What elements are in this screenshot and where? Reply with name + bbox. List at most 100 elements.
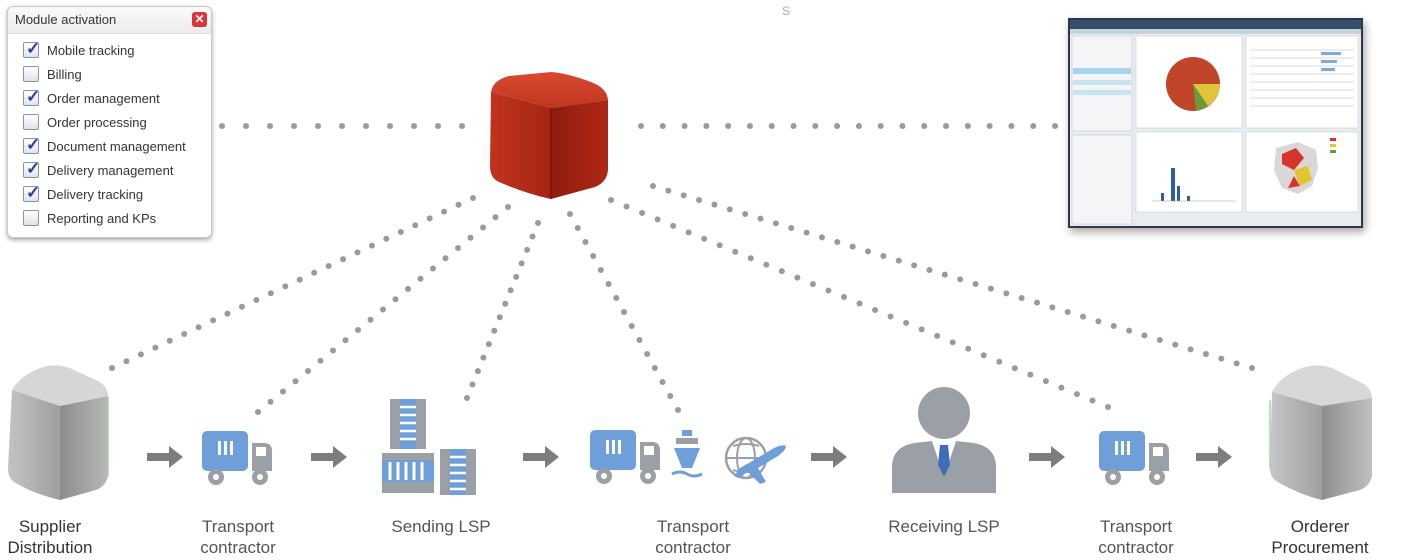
connector-dot [1008, 123, 1015, 129]
connector-dot [383, 235, 390, 242]
connector-dot [485, 341, 492, 348]
connector-dot [659, 379, 666, 385]
connector-dot [426, 215, 433, 222]
connector-dot [455, 245, 461, 251]
connector-dot [243, 123, 249, 129]
connector-dot [849, 243, 856, 250]
multimodal-transport-icons [590, 430, 786, 484]
connector-dot [980, 352, 987, 359]
supplier-server-icon [8, 365, 109, 500]
connector-dot [803, 229, 810, 236]
module-option-label: Order management [47, 91, 160, 106]
module-option[interactable]: ✓ Delivery tracking [23, 183, 203, 204]
connector-dot [292, 378, 299, 385]
connector-dot [1049, 304, 1056, 311]
connector-dot [282, 283, 289, 290]
connector-dot [794, 274, 801, 281]
module-option-checkbox[interactable]: ✓ [23, 183, 40, 202]
connector-dot [680, 192, 687, 199]
connector-dot [317, 357, 324, 364]
module-option-checkbox[interactable] [23, 114, 39, 130]
orderer-label-line1: Orderer [1290, 517, 1350, 536]
connector-dot [711, 201, 718, 208]
connector-dot [703, 123, 710, 129]
connector-dot [790, 123, 797, 129]
connector-dot [502, 300, 509, 307]
module-option-checkbox[interactable]: ✓ [23, 135, 40, 154]
module-option-checkbox[interactable]: ✓ [23, 87, 40, 106]
connector-dot [474, 368, 481, 375]
connector-dot [1233, 360, 1240, 367]
connector-dot [1052, 123, 1058, 129]
connector-dot [590, 253, 597, 259]
connector-dot [681, 123, 688, 129]
central-platform-cube [490, 72, 608, 199]
module-option[interactable]: ✓Document management [23, 135, 203, 156]
connector-dot [1073, 391, 1080, 398]
connector-dot [518, 260, 525, 267]
connector-dot [877, 123, 884, 129]
connector-dot [380, 306, 386, 313]
connector-dot [639, 209, 646, 216]
connector-dot [921, 123, 928, 129]
connector-dot [1018, 295, 1025, 301]
flow-arrow-icon [1196, 446, 1232, 468]
connector-dot [166, 337, 173, 344]
connector-dot [957, 276, 964, 283]
connector-dot [941, 271, 948, 278]
module-option[interactable]: Billing [23, 66, 203, 84]
connector-dot [1033, 299, 1040, 306]
connector-dot [613, 295, 620, 301]
connector-dot [441, 208, 448, 215]
connector-dot [865, 248, 872, 255]
connector-dot [417, 275, 424, 282]
connector-dot [480, 224, 486, 231]
connector-dot [763, 261, 770, 268]
connector-dot [872, 306, 879, 313]
module-option-checkbox[interactable]: ✓ [23, 159, 41, 178]
module-option-checkbox[interactable] [23, 210, 39, 226]
connector-dot [325, 263, 332, 269]
connector-dot [621, 309, 627, 315]
module-option[interactable]: ✓Delivery management [23, 159, 203, 180]
connector-dot [567, 211, 573, 217]
module-option[interactable]: ✓ Mobile tracking [23, 39, 203, 60]
connector-dot [255, 409, 261, 415]
module-option-checkbox[interactable] [23, 66, 39, 82]
module-option[interactable]: Reporting and KPs [23, 210, 203, 228]
connector-dot [605, 281, 612, 287]
connector-dot [747, 255, 754, 262]
connector-dot [825, 287, 832, 294]
close-icon[interactable]: ✕ [192, 12, 207, 27]
connector-dot [757, 215, 764, 222]
connector-dot [732, 248, 739, 255]
connector-dot [219, 123, 225, 129]
connector-dot [772, 220, 779, 227]
connector-dot [123, 358, 130, 365]
module-option-label: Delivery tracking [47, 187, 144, 202]
connector-dot [778, 268, 785, 275]
connector-dot [1110, 323, 1117, 329]
connector-dot [972, 281, 979, 287]
receiving-lsp-label: Receiving LSP [864, 516, 1024, 537]
connector-dot [340, 256, 347, 263]
connector-dot [367, 316, 374, 323]
connector-dot [685, 229, 692, 236]
module-option-label: Mobile tracking [47, 43, 135, 58]
connector-dot [670, 222, 677, 229]
module-option[interactable]: ✓ Order management [23, 87, 203, 108]
connector-dot [480, 354, 487, 361]
connector-dot [470, 195, 476, 201]
module-option[interactable]: Order processing [23, 114, 203, 132]
connector-dot [491, 327, 498, 334]
connector-dot [812, 123, 819, 129]
connector-dot [1105, 404, 1111, 410]
panel-header: Module activation ✕ [8, 7, 211, 34]
connector-dot [911, 262, 918, 269]
connector-dot [880, 253, 887, 259]
module-option-checkbox[interactable]: ✓ [23, 39, 40, 58]
connector-dot [1027, 371, 1034, 378]
checkmark-icon: ✓ [26, 159, 41, 178]
